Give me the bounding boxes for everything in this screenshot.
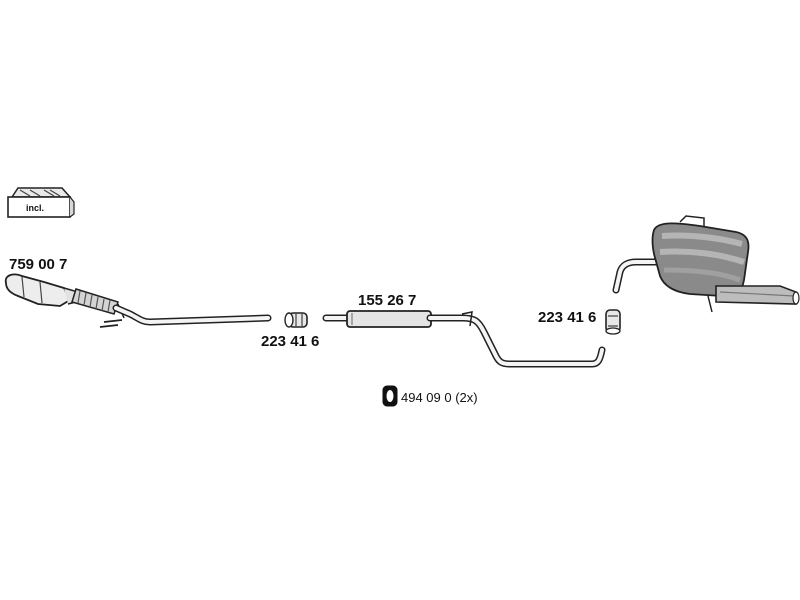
part-number-clamp-rear: 223 41 6 — [538, 309, 596, 326]
catalytic-converter — [4, 273, 125, 328]
mounting-ring-icon — [382, 385, 398, 407]
front-pipe — [112, 304, 272, 326]
incl-label: incl. — [26, 203, 44, 213]
part-number-clamp-front: 223 41 6 — [261, 333, 319, 350]
middle-silencer-assembly — [322, 310, 606, 368]
part-number-middle-silencer: 155 26 7 — [358, 292, 416, 309]
clamp-rear-shape — [605, 309, 621, 335]
clamp-front-shape — [284, 312, 308, 328]
part-number-catalytic-converter: 759 00 7 — [9, 256, 67, 273]
part-number-mounting-ring: 494 09 0 (2x) — [401, 390, 478, 405]
included-parts-box: incl. — [7, 187, 75, 218]
rear-silencer — [612, 215, 800, 313]
